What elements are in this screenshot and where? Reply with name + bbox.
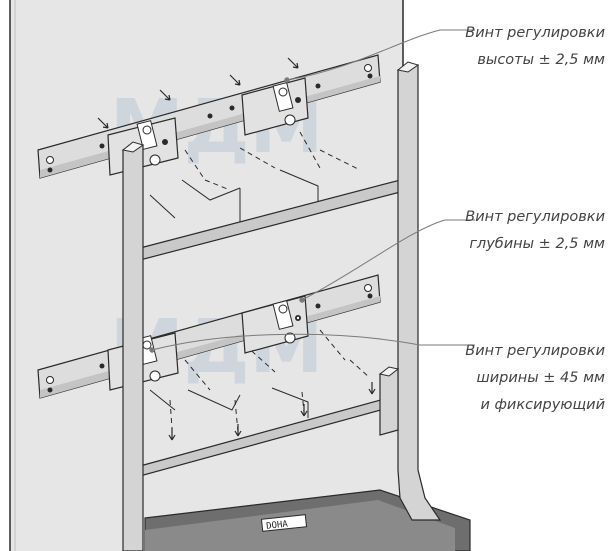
shelf-guides (149, 169, 319, 418)
base-frame: DOHA (144, 489, 471, 551)
arrow-icon (287, 57, 299, 69)
arrow-icon (368, 382, 376, 395)
callout-width-line3: и фиксирующий (480, 397, 605, 413)
leader-lines (149, 29, 475, 353)
arrow-icon (168, 428, 176, 441)
upper-right-bracket (241, 77, 309, 136)
leader-line-height (286, 29, 475, 81)
callout-height-line2: высоты ± 2,5 мм (477, 52, 605, 68)
lower-right-bracket (241, 295, 309, 354)
arrow-icon (97, 117, 109, 129)
dashed-guides (169, 131, 371, 433)
leader-line-depth (301, 219, 475, 301)
arrow-icon (159, 89, 171, 101)
callout-height-line1: Винт регулировки (465, 25, 605, 41)
arrow-icon (229, 74, 241, 86)
left-upright (121, 141, 145, 551)
arrow-icon (234, 424, 242, 437)
callout-depth-screw: Винт регулировки глубины ± 2,5 мм (465, 204, 605, 258)
arrow-icons (97, 57, 376, 441)
callout-width-line1: Винт регулировки (465, 343, 605, 359)
leader-line-width (151, 333, 475, 351)
arrow-icon (300, 404, 308, 417)
right-upright (378, 61, 442, 521)
callout-depth-line1: Винт регулировки (465, 209, 605, 225)
callout-depth-line2: глубины ± 2,5 мм (469, 236, 605, 252)
callout-width-screw: Винт регулировки ширины ± 45 мм и фиксир… (465, 338, 605, 419)
base-stamp: DOHA (266, 520, 289, 532)
callout-width-line2: ширины ± 45 мм (476, 370, 605, 386)
callout-height-screw: Винт регулировки высоты ± 2,5 мм (465, 20, 605, 74)
